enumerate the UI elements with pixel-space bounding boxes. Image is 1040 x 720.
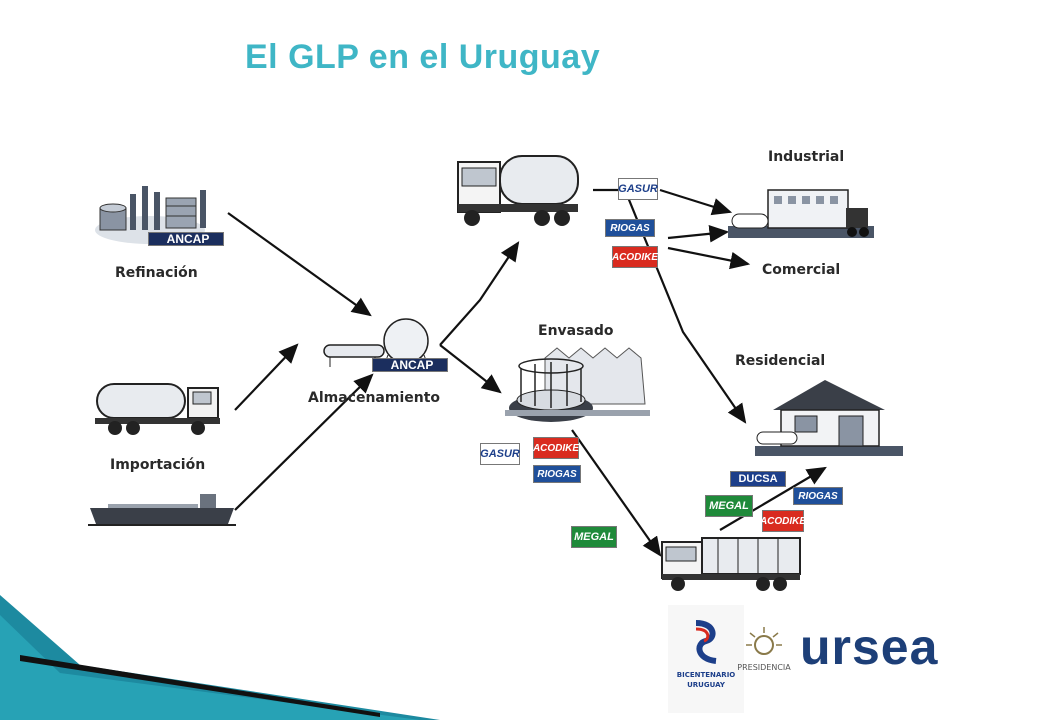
megal-logo-camion: MEGAL [705, 495, 753, 517]
label-industrial: Industrial [768, 149, 845, 165]
label-refinacion: Refinación [115, 265, 198, 281]
acodike-logo-camion: ACODIKE [760, 510, 806, 532]
label-envasado: Envasado [538, 323, 614, 339]
industrial-illustration [728, 189, 874, 238]
arrow-granel-comercial-2 [667, 246, 751, 270]
distribucion-truck-illustration [661, 537, 801, 591]
residencial-illustration [755, 380, 903, 456]
ursea-wordmark: ursea [800, 619, 939, 675]
arrow-importacion-almacenamiento-2 [234, 373, 374, 511]
arrow-granel-industrial [659, 188, 733, 216]
presidencia-logo: PRESIDENCIA [730, 625, 798, 695]
envasado-illustration [505, 347, 650, 422]
sun-seal-icon [746, 627, 782, 655]
label-residencial: Residencial [735, 353, 826, 369]
arrow-refinacion-almacenamiento [227, 212, 372, 317]
riogas-logo-granel: RIOGAS [605, 219, 655, 237]
arrow-granel-comercial-1 [667, 225, 730, 243]
riogas-logo-camion: RIOGAS [793, 487, 843, 505]
acodike-logo-envasado: ACODIKE [533, 437, 579, 459]
ducsa-logo: DUCSA [730, 471, 786, 487]
label-comercial: Comercial [762, 262, 841, 278]
bicentenario-symbol-icon [695, 620, 717, 664]
importacion-ship-illustration [88, 494, 236, 526]
importacion-truck-illustration [95, 383, 220, 435]
bicentenario-country: URUGUAY [687, 681, 725, 689]
footer-swoosh [0, 595, 440, 720]
presidencia-text: PRESIDENCIA [737, 663, 791, 672]
arrow-almacenamiento-granel [439, 241, 520, 346]
page-title: El GLP en el Uruguay [245, 38, 601, 76]
arrow-almacenamiento-envasado [439, 344, 502, 394]
ancap-badge-almacenamiento: ANCAP [372, 358, 448, 372]
gasur-logo-granel: GASUR [618, 178, 658, 200]
arrow-envasado-camion [571, 429, 662, 557]
megal-logo-envasado: MEGAL [571, 526, 617, 548]
gasur-logo-envasado: GASUR [480, 443, 520, 465]
label-importacion: Importación [110, 457, 206, 473]
acodike-logo-granel: ACODIKE [612, 246, 658, 268]
granel-truck-illustration [457, 155, 579, 226]
label-almacenamiento: Almacenamiento [308, 390, 441, 406]
arrow-camion-residencial [719, 466, 827, 531]
ursea-logo: ursea [800, 618, 938, 676]
ancap-badge-refineria: ANCAP [148, 232, 224, 246]
bicentenario-text: BICENTENARIO [676, 671, 736, 679]
bicentenario-logo: BICENTENARIO URUGUAY [668, 605, 744, 713]
arrow-importacion-almacenamiento-1 [234, 343, 299, 411]
riogas-logo-envasado: RIOGAS [533, 465, 581, 483]
